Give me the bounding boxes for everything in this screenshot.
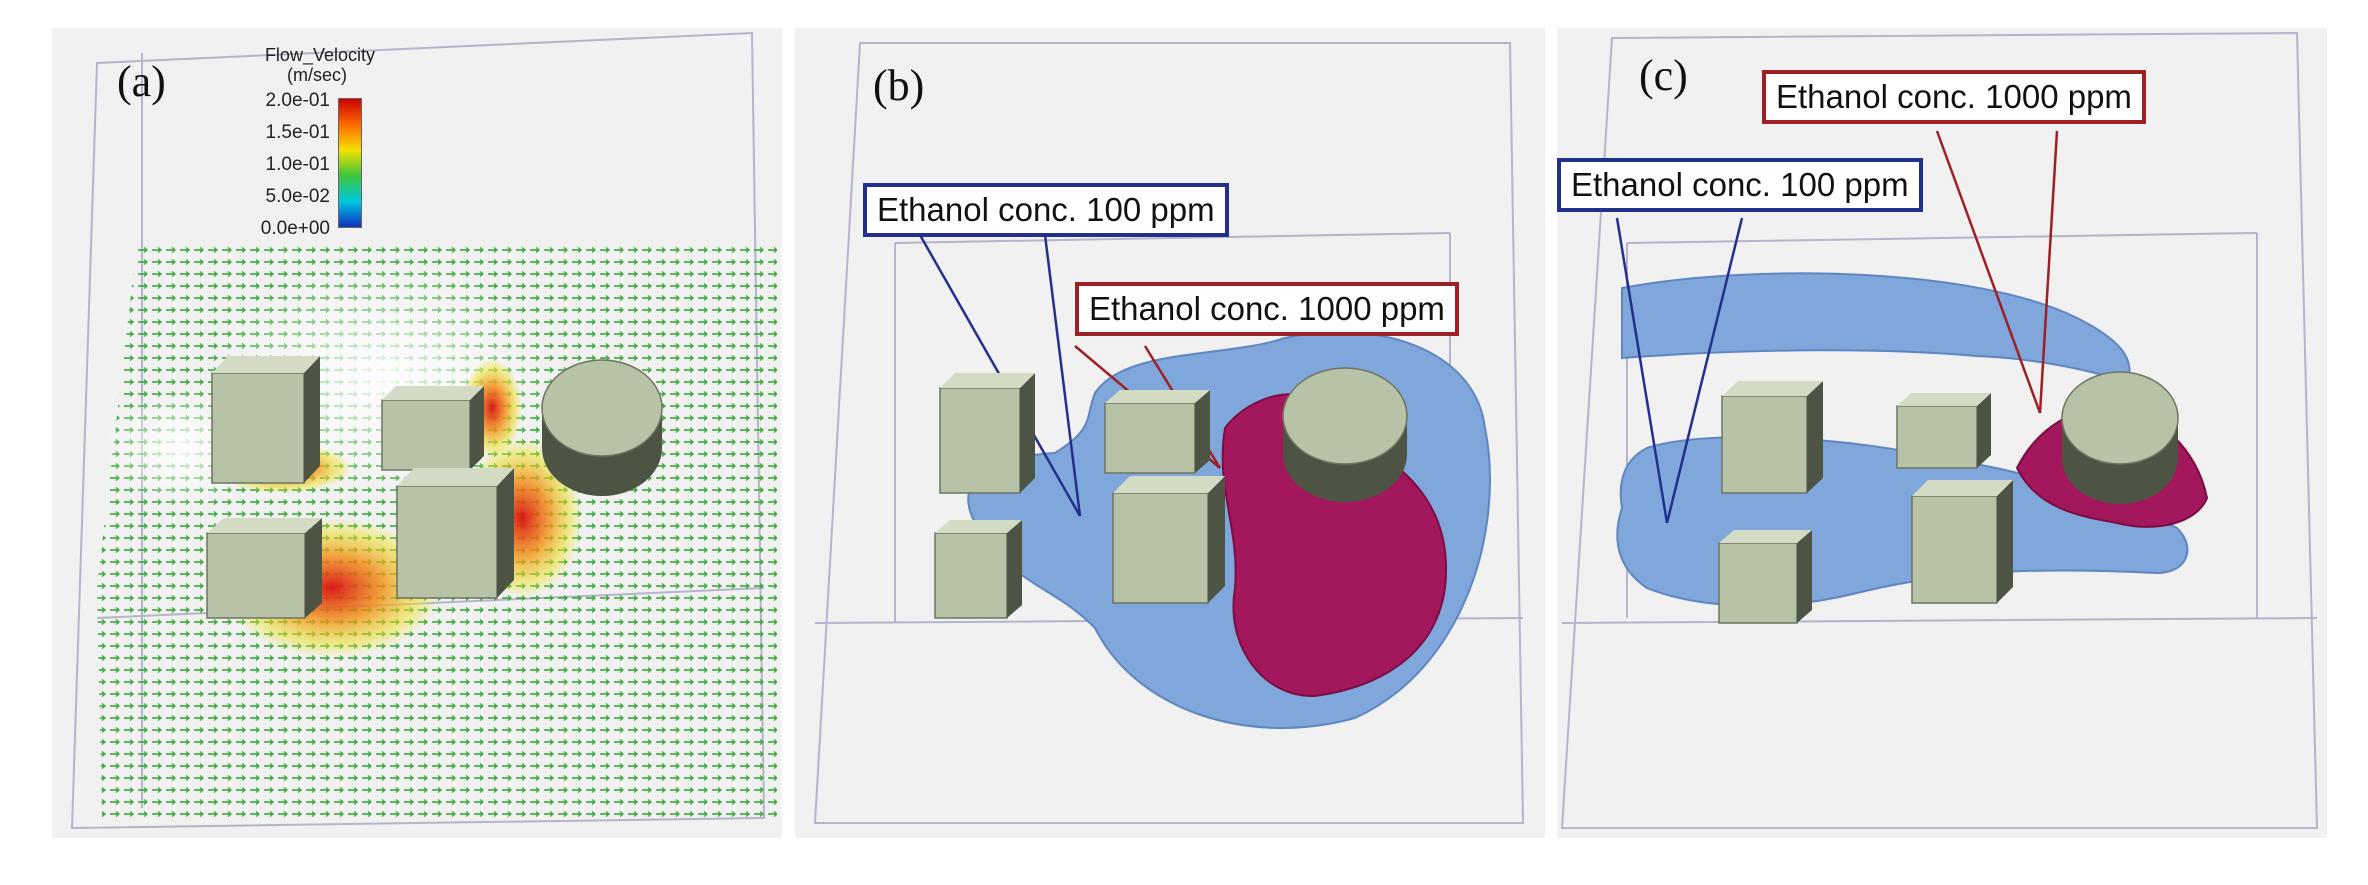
box-obstacle <box>206 518 322 619</box>
legend-tick: 1.5e-01 <box>265 122 330 143</box>
callout-leader-1000ppm <box>1935 130 2059 414</box>
legend-unit: (m/sec) <box>287 65 347 85</box>
box-obstacle <box>1718 530 1812 624</box>
panel-a-flow-velocity: (a) Flow_Velocity (m/sec) 2.0e-01 1.5e-0… <box>52 28 782 838</box>
box-obstacle <box>939 373 1035 494</box>
box-obstacle <box>1104 390 1210 474</box>
box-obstacle <box>1896 393 1991 469</box>
legend-tick: 0.0e+00 <box>260 218 330 239</box>
panel-c-isosurface: (c) Ethanol conc. 100 ppm Ethanol conc. … <box>1557 28 2327 838</box>
cylinder-obstacle <box>541 359 663 496</box>
callout-100ppm: Ethanol conc. 100 ppm <box>1557 158 1923 212</box>
panel-c-bounding-box <box>1560 31 2319 829</box>
box-obstacle <box>1112 476 1225 604</box>
callout-leader-100ppm <box>1615 217 1744 524</box>
box-obstacle <box>396 468 514 599</box>
panel-a-scene <box>70 31 777 830</box>
cylinder-obstacle <box>2061 371 2179 504</box>
box-obstacle <box>934 520 1022 619</box>
panel-c-scene <box>1560 31 2319 829</box>
isosurface-100ppm-arch <box>1621 272 2131 385</box>
panel-b-isosurface: (b) Ethanol conc. 100 ppm Ethanol conc. … <box>795 28 1545 838</box>
box-obstacle <box>381 386 484 471</box>
box-obstacle <box>1721 381 1823 494</box>
legend-title: Flow_Velocity <box>264 45 375 65</box>
callout-1000ppm: Ethanol conc. 1000 ppm <box>1762 70 2146 124</box>
legend-tick: 5.0e-02 <box>265 186 330 207</box>
panel-b-label: (b) <box>873 61 925 110</box>
panel-a-label: (a) <box>117 57 166 106</box>
legend-tick: 1.0e-01 <box>265 154 330 175</box>
panel-b-scene <box>813 42 1525 824</box>
callout-100ppm: Ethanol conc. 100 ppm <box>863 183 1229 237</box>
cylinder-obstacle <box>1282 367 1408 502</box>
callout-1000ppm: Ethanol conc. 1000 ppm <box>1075 282 1459 336</box>
panel-c-label: (c) <box>1639 51 1688 100</box>
box-obstacle <box>1911 480 2013 604</box>
box-obstacle <box>211 356 320 484</box>
legend-tick: 2.0e-01 <box>265 90 330 111</box>
color-scale-bar <box>338 98 362 228</box>
